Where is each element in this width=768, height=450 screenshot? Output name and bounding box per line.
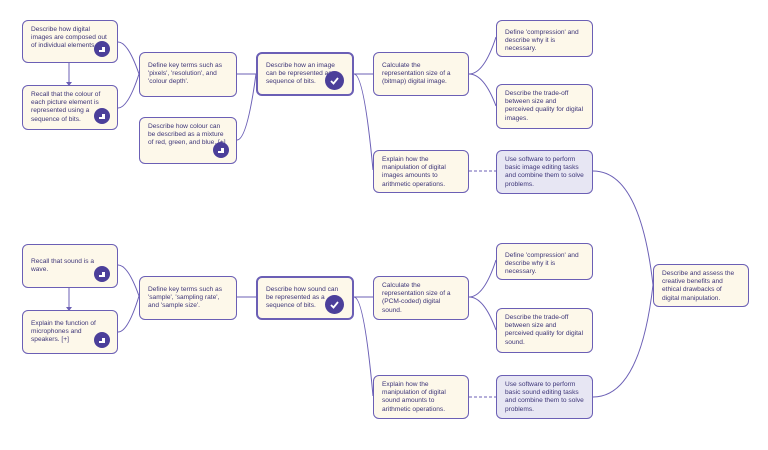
node-text: Describe how sound can be represented as…	[266, 286, 339, 310]
node-text: Use software to perform basic image edit…	[505, 156, 584, 188]
connector	[468, 73, 497, 107]
node-sound-editing-software[interactable]: Use software to perform basic sound edit…	[496, 375, 593, 419]
connector	[236, 73, 257, 141]
check-icon	[325, 295, 344, 314]
node-sound-as-bits[interactable]: Describe how sound can be represented as…	[256, 276, 354, 320]
connector	[353, 296, 374, 397]
node-text: Calculate the representation size of a (…	[382, 282, 451, 314]
node-text: Describe how digital images are composed…	[31, 26, 107, 50]
node-image-as-bits[interactable]: Describe how an image can be represented…	[256, 52, 354, 96]
node-image-editing-software[interactable]: Use software to perform basic image edit…	[496, 150, 593, 194]
node-key-terms-images[interactable]: Define key terms such as 'pixels', 'reso…	[139, 52, 237, 97]
node-rgb-mixture[interactable]: Describe how colour can be described as …	[139, 117, 237, 164]
node-image-manipulation[interactable]: Explain how the manipulation of digital …	[373, 150, 469, 193]
step-icon	[94, 332, 110, 348]
node-sound-wave[interactable]: Recall that sound is a wave.	[22, 244, 118, 288]
node-text: Describe the trade-off between size and …	[505, 314, 584, 346]
node-sound-manipulation[interactable]: Explain how the manipulation of digital …	[373, 375, 469, 419]
connector	[353, 73, 374, 171]
node-compression-images[interactable]: Define 'compression' and describe why it…	[496, 20, 593, 57]
node-calc-sound-size[interactable]: Calculate the representation size of a (…	[373, 276, 469, 320]
check-icon	[325, 71, 344, 90]
node-text: Define key terms such as 'pixels', 'reso…	[148, 62, 223, 86]
node-text: Define 'compression' and describe why it…	[505, 29, 579, 53]
node-text: Describe how colour can be described as …	[148, 123, 226, 147]
connector	[468, 36, 497, 75]
connector	[117, 295, 140, 333]
node-text: Recall that the colour of each picture e…	[31, 91, 101, 123]
node-text: Explain how the manipulation of digital …	[382, 156, 446, 188]
node-text: Explain how the manipulation of digital …	[382, 381, 446, 413]
step-icon	[213, 142, 229, 158]
node-compression-sound[interactable]: Define 'compression' and describe why it…	[496, 243, 593, 280]
connector	[117, 264, 140, 297]
node-creative-ethical-assessment[interactable]: Describe and assess the creative benefit…	[653, 264, 749, 307]
node-digital-images-composed[interactable]: Describe how digital images are composed…	[22, 20, 118, 63]
connector	[117, 73, 140, 109]
node-text: Describe and assess the creative benefit…	[662, 270, 735, 302]
node-text: Use software to perform basic sound edit…	[505, 381, 584, 413]
step-icon	[94, 41, 110, 57]
node-colour-bits[interactable]: Recall that the colour of each picture e…	[22, 85, 118, 130]
node-text: Describe how an image can be represented…	[266, 62, 338, 86]
step-icon	[94, 108, 110, 124]
connector	[468, 296, 497, 331]
connector	[117, 41, 140, 75]
node-tradeoff-sound[interactable]: Describe the trade-off between size and …	[496, 308, 593, 353]
node-text: Describe the trade-off between size and …	[505, 90, 584, 122]
node-tradeoff-images[interactable]: Describe the trade-off between size and …	[496, 84, 593, 129]
node-text: Calculate the representation size of a (…	[382, 62, 451, 86]
node-text: Recall that sound is a wave.	[31, 258, 95, 274]
step-icon	[94, 266, 110, 282]
node-text: Define 'compression' and describe why it…	[505, 252, 579, 276]
node-key-terms-sound[interactable]: Define key terms such as 'sample', 'samp…	[139, 276, 237, 320]
connector	[468, 259, 497, 298]
node-text: Explain the function of microphones and …	[31, 320, 96, 344]
connector	[592, 170, 654, 286]
node-microphones-speakers[interactable]: Explain the function of microphones and …	[22, 310, 118, 354]
node-calc-image-size[interactable]: Calculate the representation size of a (…	[373, 52, 469, 96]
connector	[592, 284, 654, 398]
node-text: Define key terms such as 'sample', 'samp…	[148, 286, 223, 310]
